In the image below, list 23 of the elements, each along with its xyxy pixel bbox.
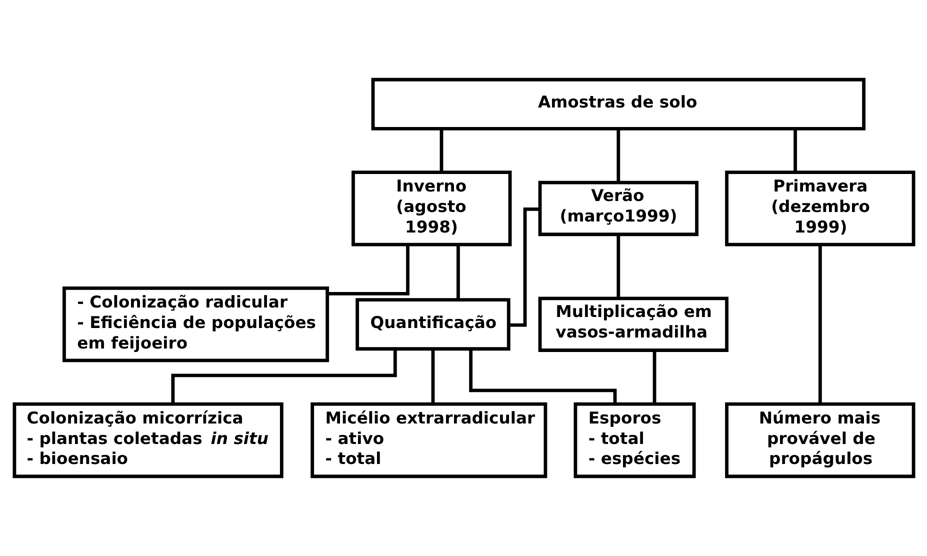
node-box: Primavera (dezembro 1999)	[724, 170, 915, 246]
node-box: Micélio extrarradicular - ativo - total	[310, 402, 547, 478]
node-box: Verão (março1999)	[538, 180, 698, 236]
node-box: Número mais provável de propágulos	[724, 402, 915, 478]
connector	[430, 348, 434, 404]
connector	[439, 128, 443, 172]
node-box: - Colonização radicular - Eficiência de populações em feijoeiro	[62, 286, 329, 362]
connector	[818, 244, 822, 404]
connector	[616, 234, 620, 298]
connector	[793, 128, 796, 172]
node-box: Quantificação	[355, 298, 510, 351]
node-box: Colonização micorrízica - plantas coletadas in situ - bioensaio	[12, 402, 283, 478]
connector	[652, 350, 656, 404]
connector	[327, 244, 409, 296]
node-box: Amostras de solo	[370, 78, 865, 130]
connector	[170, 349, 396, 404]
connector	[456, 245, 460, 300]
connector	[468, 348, 616, 404]
node-box: Multiplicação em vasos-armadilha	[538, 296, 728, 352]
node-box: Esporos - total - espécies	[573, 402, 696, 478]
node-box: Inverno (agosto 1998)	[351, 170, 512, 246]
connector	[616, 128, 620, 182]
connector	[508, 207, 540, 327]
